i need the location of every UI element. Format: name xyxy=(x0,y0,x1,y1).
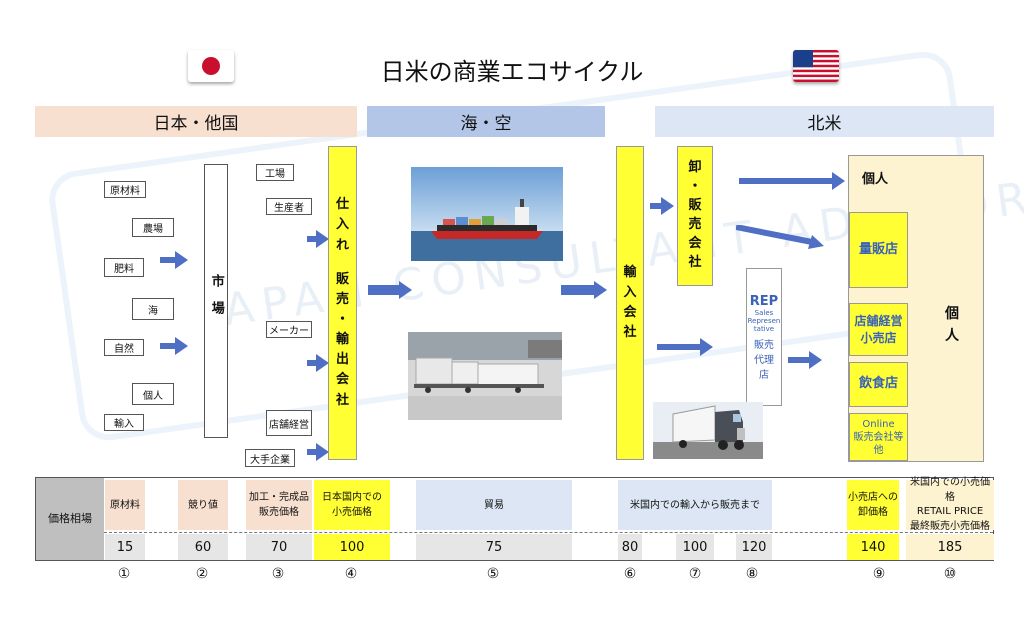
label-wholesale: 小売店への卸価格 xyxy=(847,480,899,530)
arrow-to-market-2 xyxy=(160,337,188,355)
marker-2: ② xyxy=(195,566,209,582)
arrow-to-mass-retail xyxy=(735,224,826,249)
marker-10: ⑩ xyxy=(943,566,957,582)
truck-image xyxy=(653,402,763,459)
value-10: 185 xyxy=(906,534,994,560)
source-farm: 農場 xyxy=(132,218,174,237)
value-4: 100 xyxy=(314,534,390,560)
us-importer: 輸入会社 xyxy=(616,146,644,460)
arrow-to-shipping xyxy=(368,281,412,299)
label-us-distribution: 米国内での輸入から販売まで xyxy=(618,480,772,530)
value-9: 140 xyxy=(847,534,899,560)
value-6: 80 xyxy=(618,534,642,560)
outlet-individual: 個人 xyxy=(862,171,889,187)
marker-4: ④ xyxy=(344,566,358,582)
producer-maker: メーカー xyxy=(266,321,312,338)
source-raw-material: 原材料 xyxy=(104,181,146,198)
price-table-header: 価格相場 xyxy=(36,478,104,560)
outlet-mass-retail: 量販店 xyxy=(849,212,908,288)
arrow-to-market-1 xyxy=(160,251,188,269)
jp-seller-exporter: 仕入れ 販売・ 輸出会社 xyxy=(328,146,357,460)
outlet-store-retail: 店舗経営小売店 xyxy=(849,303,908,356)
arrow-to-wholesaler xyxy=(650,197,674,215)
arrow-to-individual xyxy=(739,172,845,190)
producer-grower: 生産者 xyxy=(266,198,312,215)
arrow-to-seller-1 xyxy=(307,230,329,248)
marker-5: ⑤ xyxy=(486,566,500,582)
label-jp-retail: 日本国内での小売価格 xyxy=(314,480,390,530)
cargo-ship-image xyxy=(411,167,563,261)
arrow-to-truck xyxy=(657,338,713,356)
value-7: 100 xyxy=(676,534,714,560)
value-2: 60 xyxy=(178,534,228,560)
market-box: 市場 xyxy=(204,164,228,438)
producer-factory: 工場 xyxy=(256,164,294,181)
source-individual: 個人 xyxy=(132,383,174,405)
arrow-to-importer xyxy=(561,281,607,299)
value-8: 120 xyxy=(736,534,772,560)
marker-3: ③ xyxy=(271,566,285,582)
value-5: 75 xyxy=(416,534,572,560)
arrow-to-seller-3 xyxy=(307,443,329,461)
marker-9: ⑨ xyxy=(872,566,886,582)
marker-8: ⑧ xyxy=(745,566,759,582)
marker-1: ① xyxy=(117,566,131,582)
value-3: 70 xyxy=(246,534,312,560)
source-nature: 自然 xyxy=(104,339,144,356)
source-sea: 海 xyxy=(132,298,174,320)
japan-flag-icon xyxy=(188,50,234,82)
source-fertilizer: 肥料 xyxy=(104,258,144,277)
value-1: 15 xyxy=(105,534,145,560)
label-raw: 原材料 xyxy=(105,480,145,530)
source-import: 輸入 xyxy=(104,414,144,431)
region-sea-air: 海・空 xyxy=(367,106,605,137)
price-table: 価格相場 原材料 競り値 加工・完成品販売価格 日本国内での小売価格 貿易 米国… xyxy=(35,477,994,561)
producer-large-company: 大手企業 xyxy=(245,449,295,467)
region-north-america: 北米 xyxy=(655,106,994,137)
final-individual-label: 個人 xyxy=(945,305,959,344)
label-auction: 競り値 xyxy=(178,480,228,530)
rep-agent-box: REP Sales Represen tative 販売 代理 店 xyxy=(746,268,782,406)
page-title: 日米の商業エコサイクル xyxy=(380,58,644,86)
outlet-restaurant: 飲食店 xyxy=(849,362,908,407)
price-table-divider xyxy=(104,532,993,533)
arrow-to-outlets xyxy=(788,351,822,369)
air-cargo-image xyxy=(408,332,562,420)
label-processed: 加工・完成品販売価格 xyxy=(246,480,312,530)
arrow-to-seller-2 xyxy=(307,354,329,372)
label-trade: 貿易 xyxy=(416,480,572,530)
marker-7: ⑦ xyxy=(688,566,702,582)
marker-6: ⑥ xyxy=(623,566,637,582)
producer-store: 店舗経営 xyxy=(266,410,312,436)
usa-flag-icon xyxy=(793,50,839,82)
wholesaler: 卸・販 売会社 xyxy=(677,146,713,286)
region-japan: 日本・他国 xyxy=(35,106,357,137)
